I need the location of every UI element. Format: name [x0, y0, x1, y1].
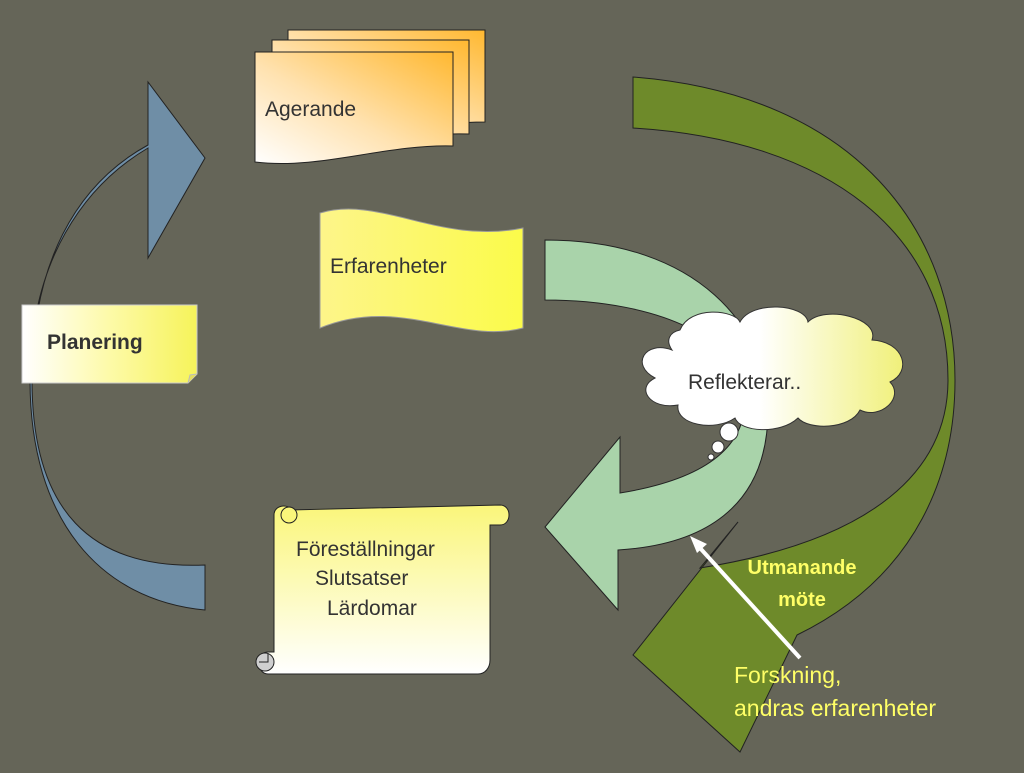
lardomar-line: Lärdomar	[327, 597, 417, 620]
agerande-label: Agerande	[265, 98, 356, 121]
planering-label: Planering	[47, 331, 143, 354]
forskning-line2: andras erfarenheter	[734, 695, 936, 721]
forskning-line1: Forskning,	[734, 662, 841, 688]
thought-bubble-small	[707, 453, 715, 461]
pointer-arrow	[690, 536, 802, 660]
erfarenheter-banner: Erfarenheter	[319, 208, 524, 333]
utmanande-line2: möte	[778, 589, 826, 611]
agerande-front-page	[254, 51, 454, 165]
forestallningar-scroll: Föreställningar Slutsatser Lärdomar	[255, 504, 510, 675]
thought-bubble-large	[719, 422, 739, 442]
reflekterar-cloud: Reflekterar..	[641, 306, 904, 461]
reflekterar-label: Reflekterar..	[688, 371, 801, 394]
thought-bubble-medium	[711, 440, 725, 454]
scroll-top-curl	[280, 506, 298, 524]
blue-cycle-arrow	[29, 80, 206, 611]
planering-note: Planering	[21, 304, 198, 384]
utmanande-line1: Utmanande	[748, 557, 857, 579]
erfarenheter-label: Erfarenheter	[330, 255, 447, 278]
slutsatser-line: Slutsatser	[315, 567, 408, 590]
forestallningar-line: Föreställningar	[296, 538, 435, 561]
agerande-document-stack: Agerande	[254, 29, 486, 165]
green-cycle-arrow	[632, 76, 956, 753]
